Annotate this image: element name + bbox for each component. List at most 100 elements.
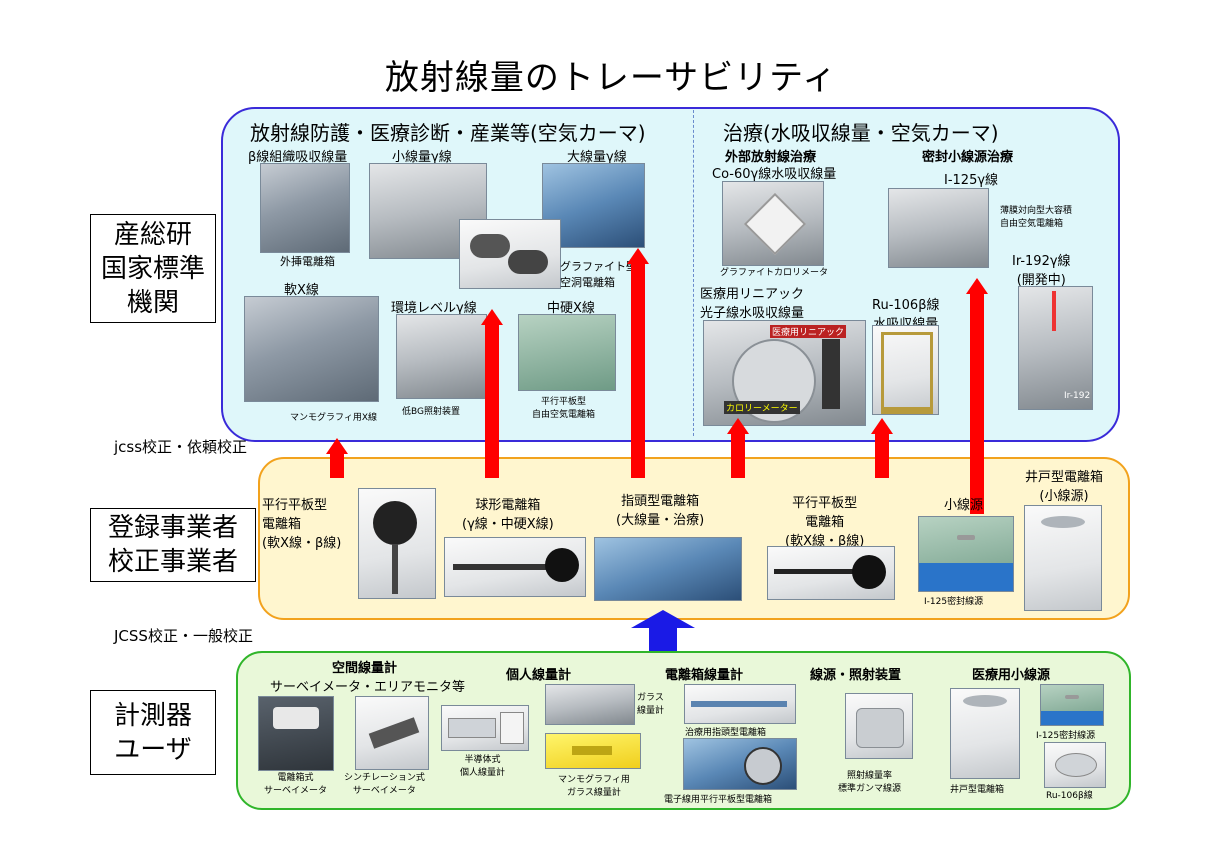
photo-soft-xray: [244, 296, 379, 402]
photo-electron-parallel: [683, 738, 797, 790]
ru-applicator-icon: [1055, 753, 1097, 777]
label-electron-parallel: 電子線用平行平板型電離箱: [664, 795, 773, 805]
label-parallel-beta: 平行平板型 電離箱 (軟X線・β線): [785, 496, 865, 549]
photo-beta-tissue: [260, 163, 350, 253]
label-ir192: Ir-192γ線 (開発中): [1012, 254, 1071, 288]
photo-ru106-small: [1044, 742, 1106, 788]
arrow-up-red-head: [966, 278, 988, 294]
label-parallel-free-air: 平行平板型 自由空気電離箱: [532, 397, 596, 420]
pocket-dosimeter-icon: [448, 718, 496, 738]
spherical-stem-icon: [453, 564, 553, 570]
photo-glass: [545, 684, 635, 725]
heading-therapy: 治療(水吸収線量・空気カーマ): [723, 121, 999, 145]
label-space-meter: 空間線量計: [332, 661, 398, 676]
photo-mid-xray: [518, 314, 616, 391]
photo-scint-survey: [355, 696, 429, 770]
ruler-icon: [919, 563, 1013, 591]
parallel-disc-icon: [852, 555, 886, 589]
photo-standard-gamma: [845, 693, 913, 759]
glass-slot-icon: [572, 746, 612, 755]
survey-dial-icon: [273, 707, 319, 729]
label-well-type: 井戸型電離箱: [950, 785, 1005, 795]
label-small-source: 小線源: [944, 498, 984, 513]
label-i125-sealed: I-125密封線源: [924, 597, 984, 607]
label-soft-xray: 軟X線: [284, 283, 319, 298]
label-env-gamma: 環境レベルγ線: [391, 301, 477, 316]
label-parallel-soft: 平行平板型 電離箱 (軟X線・β線): [262, 498, 342, 551]
photo-small-source: [918, 516, 1014, 592]
label-extrap-chamber: 外挿電離箱: [280, 255, 335, 268]
label-beta-tissue: β線組織吸収線量: [248, 150, 348, 165]
arrow-up-red: [631, 262, 645, 478]
parallel-chamber-icon: [373, 501, 417, 545]
label-ru106-small: Ru-106β線: [1046, 791, 1093, 801]
label-large-gamma: 大線量γ線: [567, 150, 627, 165]
calorimeter-tag: カロリーメーター: [724, 401, 800, 414]
label-users: 計測器 ユーザ: [90, 690, 216, 775]
label-i125-small: I-125密封線源: [1036, 731, 1096, 741]
arrow-up-red: [330, 452, 344, 478]
photo-env-gamma: [396, 314, 487, 399]
label-personal: 個人線量計: [506, 668, 572, 683]
arrow-up-red-head: [326, 438, 348, 454]
arrow-up-red-head: [727, 418, 749, 434]
arrow-up-blue: [649, 627, 677, 651]
arrow-up-red: [970, 292, 984, 514]
label-sealed: 密封小線源治療: [922, 150, 1014, 165]
thimble-cable-icon: [691, 701, 787, 707]
arrow-up-red-head: [481, 309, 503, 325]
label-well-chamber: 井戸型電離箱 (小線源): [1025, 470, 1104, 504]
heading-protection: 放射線防護・医療診断・産業等(空気カーマ): [250, 121, 646, 145]
label-external: 外部放射線治療: [725, 150, 817, 165]
photo-well-type: [950, 688, 1020, 779]
label-survey: サーベイメータ・エリアモニタ等: [270, 680, 466, 695]
arrow-up-red: [875, 432, 889, 478]
panel-divider: [693, 110, 694, 436]
badge-dosimeter-icon: [500, 712, 524, 744]
label-small-gamma: 小線量γ線: [392, 150, 452, 165]
ruler-icon: [1041, 711, 1103, 725]
photo-thimble: [594, 537, 742, 601]
photo-ion-survey: [258, 696, 334, 771]
well-opening-icon: [963, 695, 1007, 707]
chamber-shape-icon: [508, 250, 548, 274]
person-icon: [822, 339, 840, 409]
label-glass: ガラス 線量計: [637, 693, 665, 716]
photo-mammo-glass: [545, 733, 641, 769]
scint-probe-icon: [368, 717, 420, 749]
label-thin-film: 薄膜対向型大容積 自由空気電離箱: [1000, 206, 1073, 229]
arrow-up-red: [485, 323, 499, 478]
photo-well-chamber: [1024, 505, 1102, 611]
label-graphite-calorimeter: グラファイトカロリメータ: [720, 268, 829, 278]
seed-icon: [1065, 695, 1079, 699]
label-thimble: 指頭型電離箱 (大線量・治療): [616, 494, 705, 528]
label-mammo-xray: マンモグラフィ用X線: [290, 413, 377, 423]
photo-spherical: [444, 537, 586, 597]
linac-tag: 医療用リニアック: [770, 325, 847, 338]
photo-i125-chamber: [888, 188, 989, 268]
label-co60: Co-60γ線水吸収線量: [712, 167, 837, 182]
photo-i125-small: [1040, 684, 1104, 726]
label-graphite-cavity: グラファイト壁 空洞電離箱: [560, 260, 637, 289]
label-low-bg: 低BG照射装置: [402, 407, 460, 417]
ir-source-icon: [1052, 291, 1056, 331]
page-title: 放射線量のトレーサビリティ: [384, 58, 838, 98]
flow-label-jcss-general: JCSS校正・一般校正: [114, 627, 253, 645]
ir-tag: Ir-192: [1064, 391, 1091, 401]
label-ion-survey: 電離箱式 サーベイメータ: [264, 773, 328, 796]
photo-ru106: [872, 325, 939, 415]
label-mammo-glass: マンモグラフィ用 ガラス線量計: [558, 775, 630, 798]
label-medical-small: 医療用小線源: [972, 668, 1051, 683]
label-scint-survey: シンチレーション式 サーベイメータ: [344, 773, 425, 796]
label-chamber-meter: 電離箱線量計: [665, 668, 744, 683]
label-mid-xray: 中硬X線: [547, 301, 595, 316]
chamber-stem-icon: [392, 544, 398, 594]
label-spherical: 球形電離箱 (γ線・中硬X線): [462, 498, 554, 532]
label-i125-gamma: I-125γ線: [944, 173, 999, 188]
label-source-irradiator: 線源・照射装置: [810, 668, 902, 683]
label-linac: 医療用リニアック 光子線水吸収線量: [700, 287, 805, 321]
chamber-shape-icon: [470, 234, 510, 258]
seed-icon: [957, 535, 975, 540]
parallel-stem-icon: [774, 569, 858, 574]
arrow-up-blue-head: [631, 610, 695, 628]
